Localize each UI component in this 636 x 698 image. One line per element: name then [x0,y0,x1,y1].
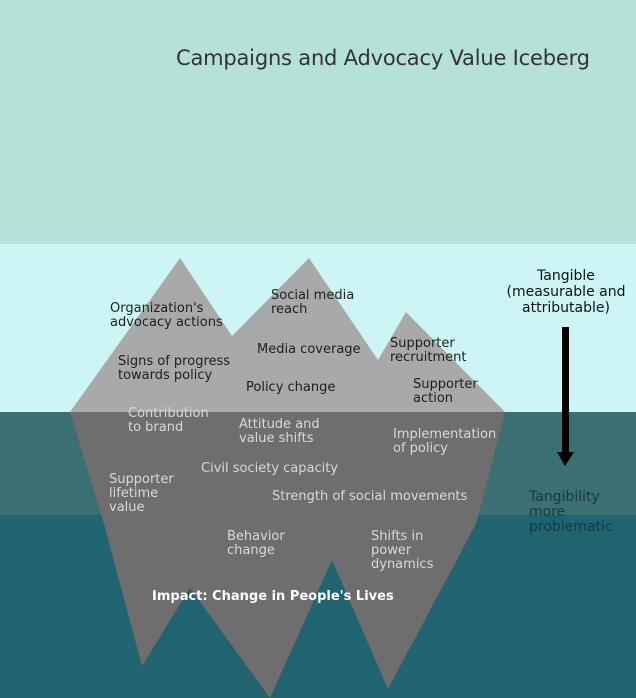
label-strength-social-movements: Strength of social movements [272,489,468,504]
iceberg-above-water [70,258,505,412]
tangible-label: Tangible (measurable and attributable) [506,268,626,316]
impact-label: Impact: Change in People's Lives [152,589,394,604]
label-supporter-action: Supporter action [413,377,478,406]
label-supporter-lifetime-value: Supporter lifetime value [109,472,174,515]
label-civil-society-capacity: Civil society capacity [201,461,339,476]
iceberg-below-water [70,412,505,698]
label-supporter-recruitment: Supporter recruitment [390,336,467,365]
diagram-title: Campaigns and Advocacy Value Iceberg [176,46,590,70]
tangibility-problematic-label: Tangibility more problematic [529,489,613,535]
label-organization-advocacy: Organization's advocacy actions [110,301,223,330]
label-behavior-change: Behavior change [227,529,285,558]
sky-background [0,0,636,244]
label-implementation-of-policy: Implementation of policy [393,427,497,456]
label-shifts-power-dynamics: Shifts in power dynamics [371,529,434,572]
label-contribution-to-brand: Contribution to brand [128,406,209,435]
label-policy-change: Policy change [246,380,336,395]
label-social-media-reach: Social media reach [271,288,355,317]
label-attitude-value-shifts: Attitude and value shifts [239,417,320,446]
label-signs-of-progress: Signs of progress towards policy [118,354,231,383]
label-media-coverage: Media coverage [257,342,361,357]
tangibility-arrow-shaft [562,327,569,458]
tangibility-arrow-head [557,452,574,466]
